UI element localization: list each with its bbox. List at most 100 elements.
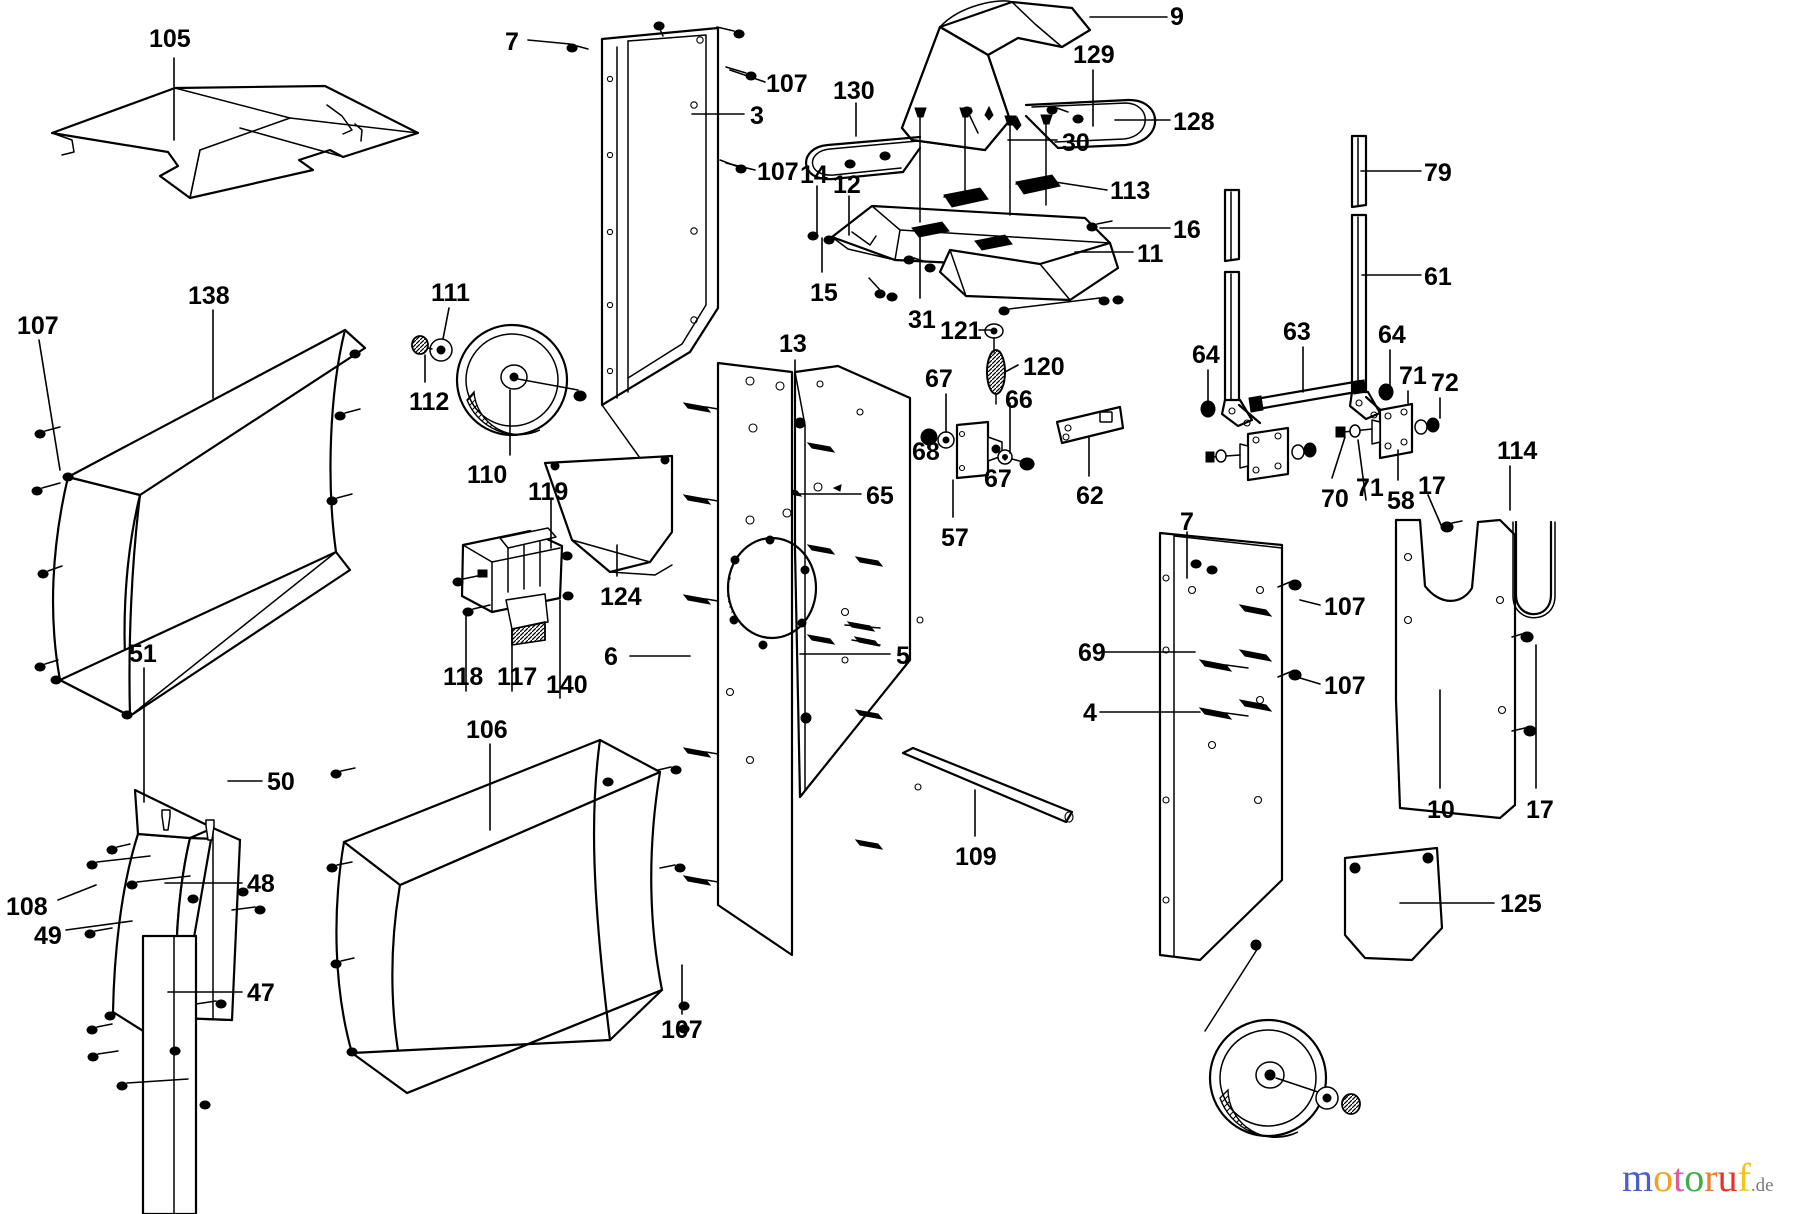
callout-17-a: 17 xyxy=(1418,472,1446,500)
part-125-wedge-plate xyxy=(1343,846,1444,962)
callout-124: 124 xyxy=(600,583,642,611)
callout-30: 30 xyxy=(1062,129,1090,157)
callout-65: 65 xyxy=(866,482,894,510)
callout-71-a: 71 xyxy=(1399,362,1427,390)
callout-107-a: 107 xyxy=(766,70,808,98)
callout-106: 106 xyxy=(466,716,508,744)
callout-17-b: 17 xyxy=(1526,796,1554,824)
callout-50: 50 xyxy=(267,768,295,796)
watermark-letter-m: m xyxy=(1622,1155,1654,1200)
callout-57: 57 xyxy=(941,524,969,552)
part-110-wheel-right xyxy=(1204,947,1361,1139)
part-7-right-panel xyxy=(1158,531,1302,962)
callout-110: 110 xyxy=(467,461,508,489)
callout-128: 128 xyxy=(1173,108,1215,136)
callout-125: 125 xyxy=(1500,890,1542,918)
callout-111: 111 xyxy=(431,279,470,307)
callout-51: 51 xyxy=(129,640,157,668)
watermark-letter-o2: o xyxy=(1684,1155,1705,1200)
fasteners-part-3 xyxy=(566,21,757,174)
callout-leaders xyxy=(38,16,1537,1015)
callout-64-a: 64 xyxy=(1378,321,1406,349)
watermark-letter-t: t xyxy=(1673,1155,1685,1200)
callout-121: 121 xyxy=(940,317,982,345)
part-6-screws xyxy=(682,402,719,886)
callout-107-d: 107 xyxy=(1324,593,1366,621)
callout-107-f: 107 xyxy=(661,1016,703,1044)
part-69-screws xyxy=(1190,559,1273,720)
callout-15: 15 xyxy=(810,279,838,307)
callout-7: 7 xyxy=(505,28,519,56)
callout-48: 48 xyxy=(247,870,275,898)
part-10-shaped-panel xyxy=(1394,518,1537,820)
callout-105: 105 xyxy=(149,25,191,53)
callout-9: 9 xyxy=(1170,3,1184,31)
part-120-spring xyxy=(984,323,1006,405)
part-61-handle-frame xyxy=(1200,134,1394,428)
part-9-hopper-top xyxy=(900,0,1092,152)
callout-114: 114 xyxy=(1497,437,1538,465)
callout-138: 138 xyxy=(188,282,230,310)
part-109-rod xyxy=(901,746,1074,824)
callout-13: 13 xyxy=(779,330,807,358)
part-11-frame-deck xyxy=(807,107,1124,316)
callout-72: 72 xyxy=(1431,369,1459,397)
callout-71-b: 71 xyxy=(1356,474,1384,502)
callout-70: 70 xyxy=(1321,485,1349,513)
part-117-switch-assembly xyxy=(452,527,574,646)
part-57-bracket xyxy=(920,420,1035,480)
part-124-bracket xyxy=(543,454,674,576)
callout-67-a: 67 xyxy=(925,365,953,393)
callout-107-b: 107 xyxy=(757,158,799,186)
watermark-letter-o1: o xyxy=(1653,1155,1674,1200)
callout-16: 16 xyxy=(1173,216,1201,244)
part-110-wheel-left xyxy=(411,323,587,437)
part-48-lower-shield xyxy=(84,788,266,1214)
callout-31: 31 xyxy=(908,306,936,334)
callout-120: 120 xyxy=(1023,353,1065,381)
callout-58: 58 xyxy=(1387,487,1415,515)
callout-10: 10 xyxy=(1427,796,1455,824)
callout-113: 113 xyxy=(1110,177,1151,205)
callout-107-e: 107 xyxy=(1324,672,1366,700)
callout-61: 61 xyxy=(1424,263,1452,291)
callout-118: 118 xyxy=(443,663,484,691)
callout-117: 117 xyxy=(497,663,538,691)
callout-68: 68 xyxy=(912,438,940,466)
watermark-letter-u: u xyxy=(1717,1155,1738,1200)
callout-140: 140 xyxy=(546,671,588,699)
callout-14: 14 xyxy=(800,161,828,189)
callout-4: 4 xyxy=(1083,699,1097,727)
callout-112: 112 xyxy=(409,388,450,416)
callout-12: 12 xyxy=(833,171,861,199)
callout-66: 66 xyxy=(1005,386,1033,414)
callout-6: 6 xyxy=(604,643,618,671)
callout-47: 47 xyxy=(247,979,275,1007)
part-58-mount-plates xyxy=(1205,402,1440,482)
callout-109: 109 xyxy=(955,843,997,871)
part-5-main-side-plate xyxy=(682,361,884,957)
part-13-inner-plate xyxy=(764,364,924,799)
callout-7-b: 7 xyxy=(1180,508,1194,536)
callout-119: 119 xyxy=(528,478,569,506)
callout-69: 69 xyxy=(1078,639,1106,667)
watermark-letter-r: r xyxy=(1704,1155,1718,1200)
part-105-cover xyxy=(50,84,420,200)
callout-63: 63 xyxy=(1283,318,1311,346)
callout-49: 49 xyxy=(34,922,62,950)
callout-67-b: 67 xyxy=(984,465,1012,493)
callout-107-c: 107 xyxy=(17,312,59,340)
part-106-curved-cover xyxy=(326,738,690,1095)
part-3-side-panel xyxy=(600,26,720,466)
part-138-curved-shield xyxy=(31,328,367,720)
callout-130: 130 xyxy=(833,77,875,105)
callout-129: 129 xyxy=(1073,41,1115,69)
watermark-motoruf: motoruf.de xyxy=(1622,1158,1774,1198)
callout-108: 108 xyxy=(6,893,48,921)
watermark-letter-f: f xyxy=(1737,1155,1751,1200)
callout-3: 3 xyxy=(750,102,764,130)
watermark-suffix: .de xyxy=(1750,1175,1774,1196)
part-5-screws xyxy=(806,442,884,850)
